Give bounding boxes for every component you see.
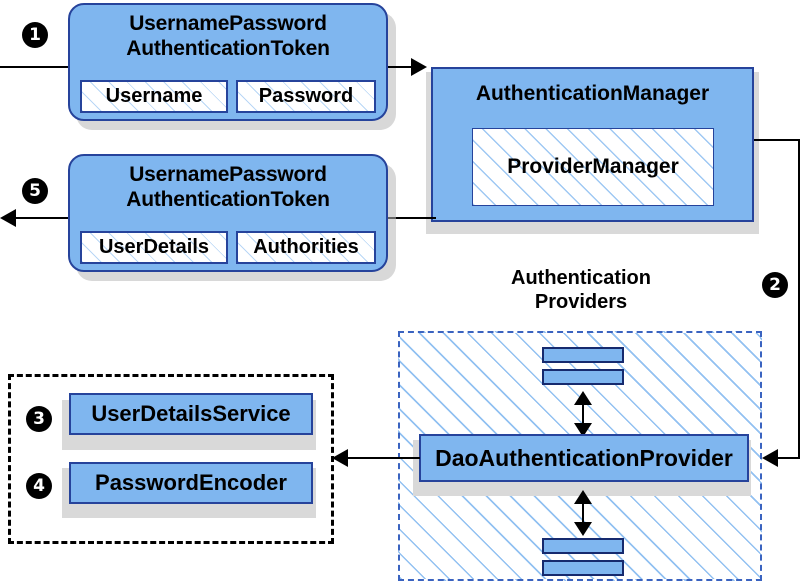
password-encoder-box: PasswordEncoder	[69, 462, 313, 504]
manager-to-provider-line-bottom	[778, 457, 800, 459]
user-details-service-box: UserDetailsService	[69, 393, 313, 435]
provider-link-top-line	[582, 399, 584, 425]
provider-manager-box: ProviderManager	[472, 128, 714, 206]
response-out-line	[14, 217, 70, 219]
request-token-title: UsernamePassword AuthenticationToken	[68, 11, 388, 61]
step-marker-5: 5	[22, 178, 48, 204]
other-provider-bar-3	[542, 538, 624, 554]
token-to-manager-arrowhead	[411, 58, 427, 76]
response-token-title-line2: AuthenticationToken	[126, 188, 330, 211]
request-token-title-line1: UsernamePassword	[129, 12, 327, 35]
manager-to-provider-arrowhead	[762, 449, 778, 467]
response-out-arrowhead	[0, 209, 16, 227]
provider-to-services-arrowhead	[332, 449, 348, 467]
provider-link-bottom-line	[582, 498, 584, 524]
dao-authentication-provider-box: DaoAuthenticationProvider	[419, 434, 749, 482]
manager-to-response-line	[388, 217, 436, 219]
provider-link-top-arrow-up	[574, 391, 592, 405]
response-token-title: UsernamePassword AuthenticationToken	[68, 162, 388, 212]
token-to-manager-line	[388, 66, 424, 68]
manager-to-provider-line-top	[754, 139, 800, 141]
step-marker-4: 4	[26, 473, 52, 499]
other-provider-bar-1	[542, 347, 624, 363]
authentication-providers-label: Authentication Providers	[452, 266, 710, 314]
response-token-title-line1: UsernamePassword	[129, 163, 327, 186]
authentication-providers-label-line2: Providers	[534, 291, 628, 313]
request-token-field-password: Password	[236, 80, 376, 113]
step-marker-1: 1	[22, 22, 48, 48]
authentication-manager-title: AuthenticationManager	[475, 82, 710, 105]
incoming-request-line	[0, 66, 70, 68]
response-token-field-authorities: Authorities	[236, 231, 376, 264]
other-provider-bar-4	[542, 560, 624, 576]
manager-to-provider-line-vertical	[798, 139, 800, 459]
provider-to-services-line	[348, 457, 420, 459]
authentication-providers-label-line1: Authentication	[511, 267, 651, 289]
request-token-title-line2: AuthenticationToken	[126, 37, 330, 60]
other-provider-bar-2	[542, 369, 624, 385]
step-marker-3: 3	[26, 406, 52, 432]
step-marker-2: 2	[762, 272, 788, 298]
response-token-field-userdetails: UserDetails	[80, 231, 228, 264]
provider-link-bottom-arrow-down	[574, 522, 592, 536]
provider-link-bottom-arrow-up	[574, 490, 592, 504]
provider-link-top-arrow-down	[574, 423, 592, 437]
request-token-field-username: Username	[80, 80, 228, 113]
